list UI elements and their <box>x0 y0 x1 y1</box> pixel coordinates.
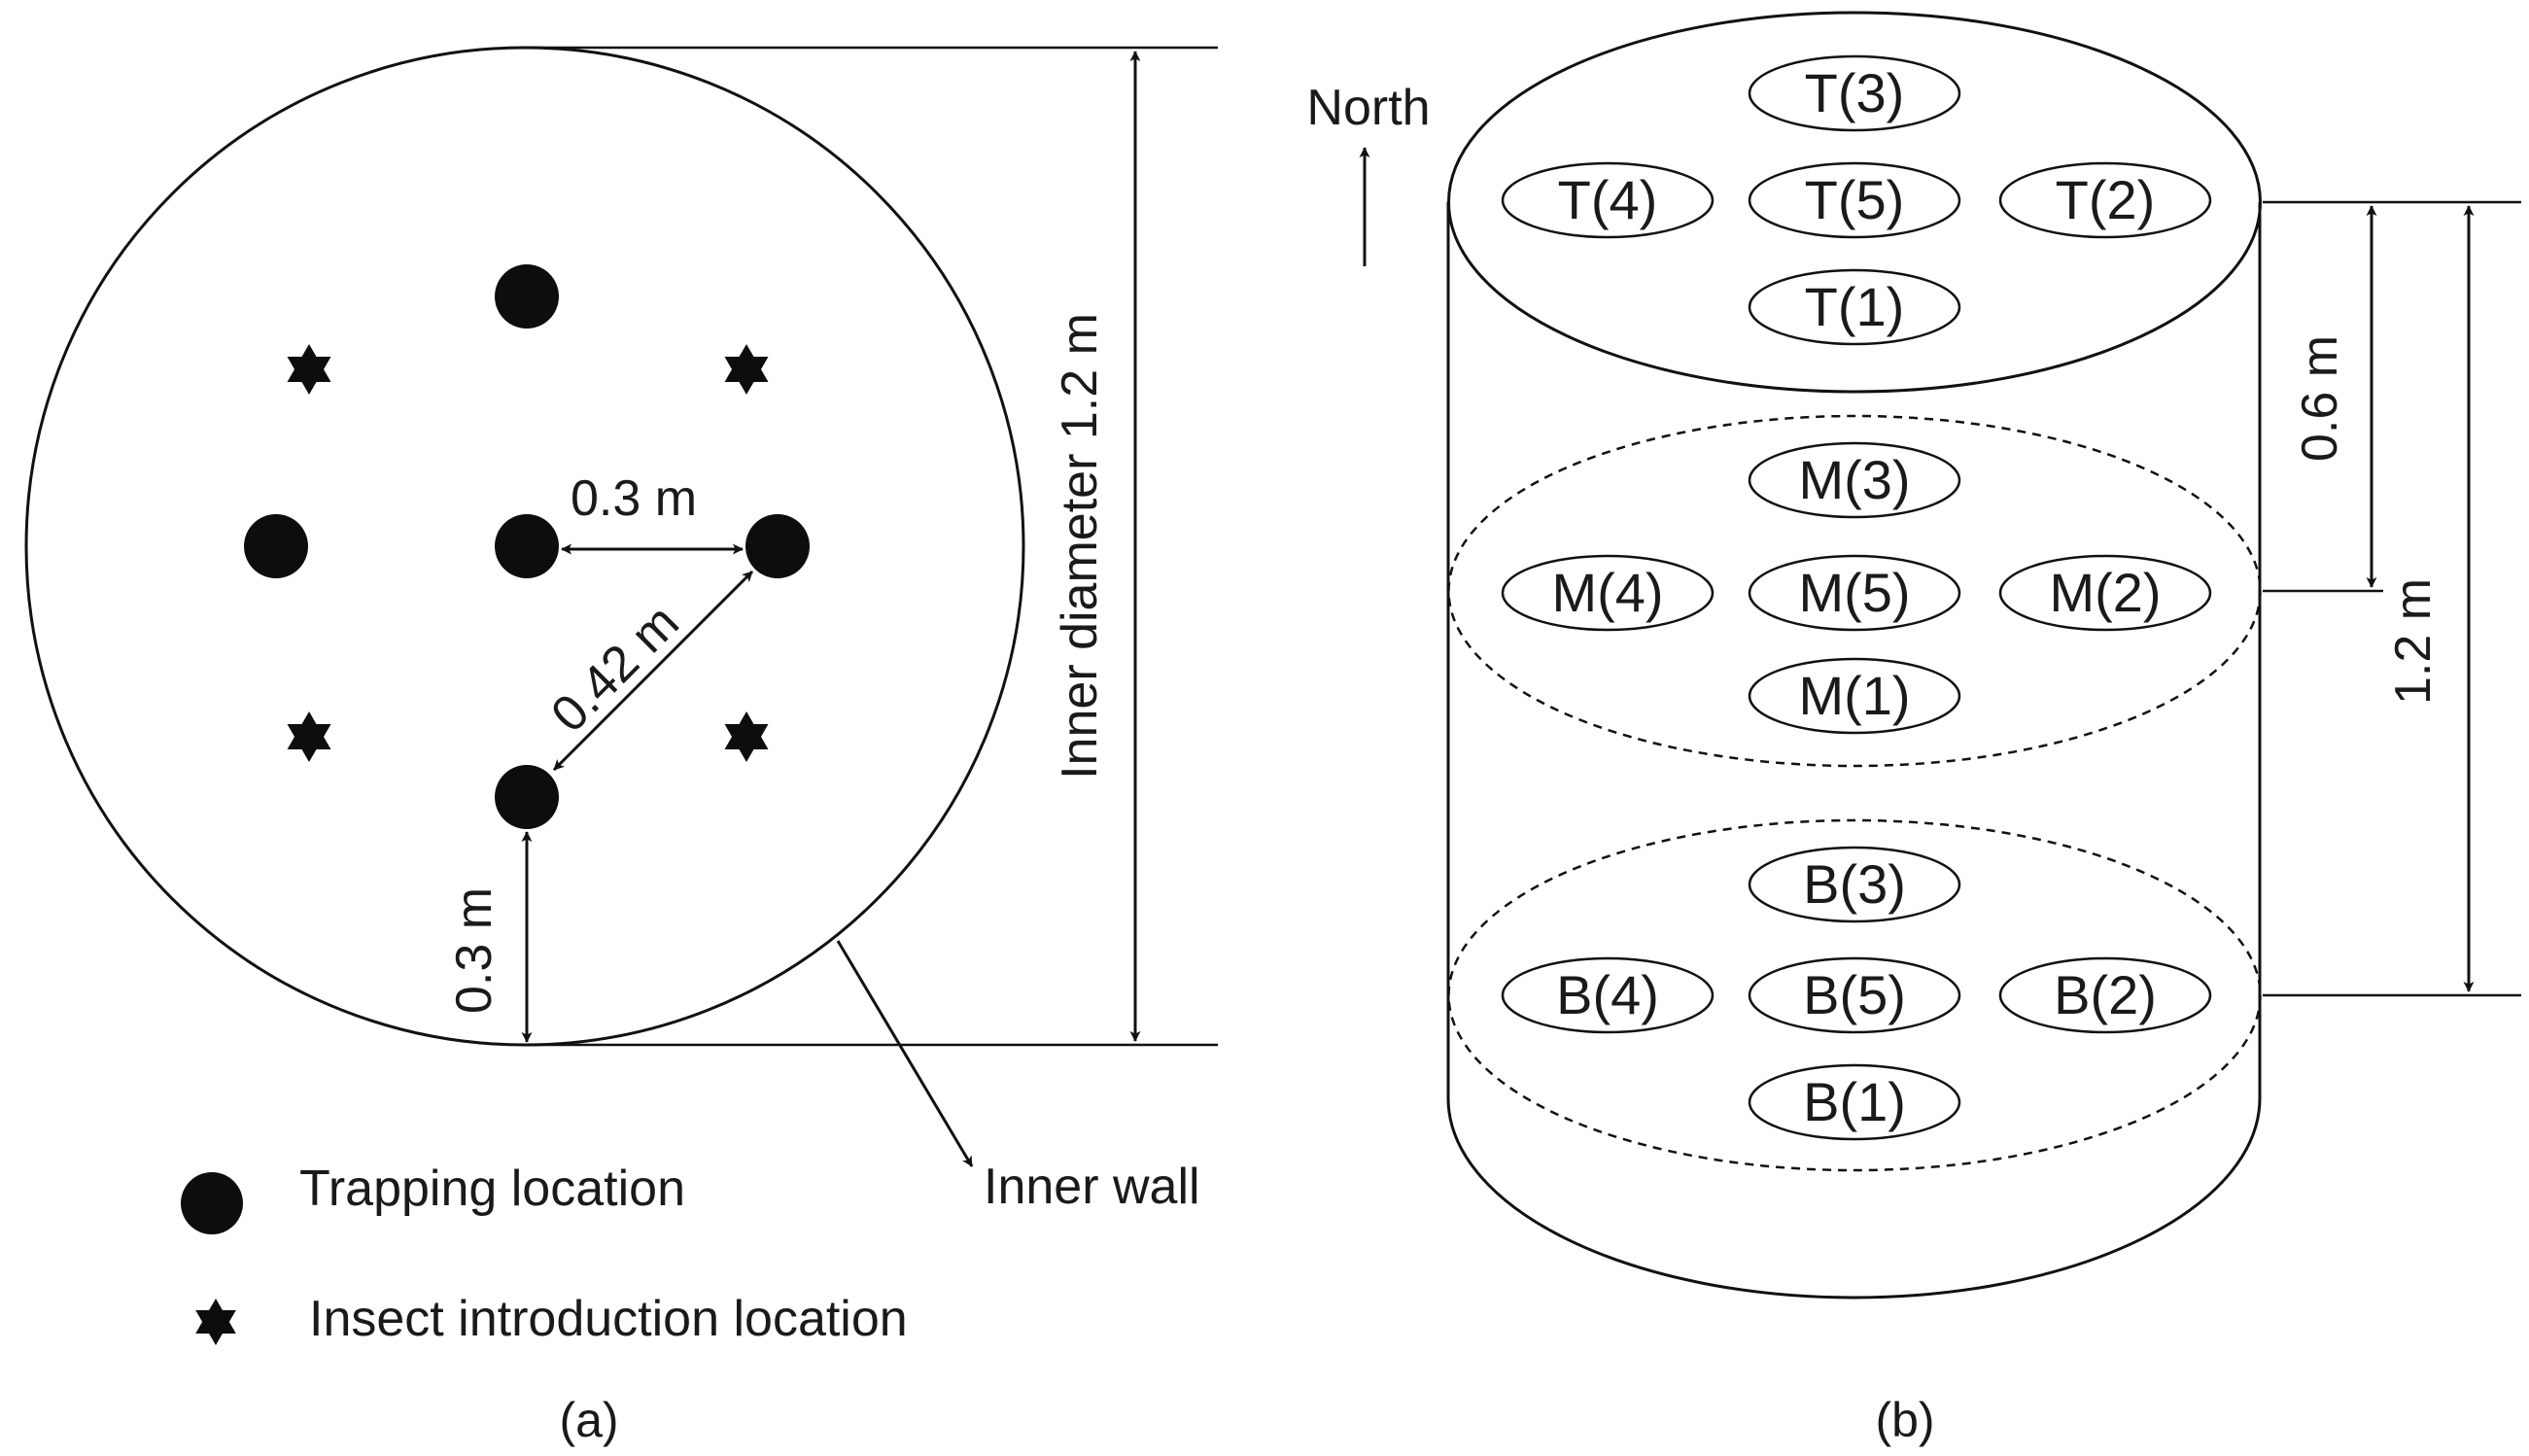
top-layer-ellipse <box>1447 11 2262 394</box>
label-inner-diameter: Inner diameter 1.2 m <box>1052 313 1108 780</box>
label-center-spacing: 0.3 m <box>571 470 697 527</box>
star-icon <box>724 344 769 395</box>
position-label: T(1) <box>1805 276 1905 337</box>
middle-layer-ellipse <box>1447 414 2262 768</box>
position-label: T(5) <box>1805 169 1905 230</box>
legend: Trapping location Insect introduction lo… <box>181 1161 908 1347</box>
position-label: M(3) <box>1798 449 1910 510</box>
trapping-locations <box>244 264 810 829</box>
position-label: B(3) <box>1803 853 1906 915</box>
legend-label-insect-introduction: Insect introduction location <box>309 1291 908 1347</box>
caption-a: (a) <box>559 1393 618 1447</box>
label-top-to-middle: 0.6 m <box>2292 335 2348 462</box>
star-icon <box>287 711 331 762</box>
middle-layer-positions: M(3) M(4) M(5) M(2) M(1) <box>1501 441 2212 735</box>
position-oval <box>1748 846 1961 923</box>
legend-label-trapping: Trapping location <box>299 1161 685 1217</box>
position-oval <box>1501 161 1715 239</box>
position-oval <box>1748 161 1961 239</box>
position-label: B(2) <box>2054 964 2157 1025</box>
position-oval <box>1748 956 1961 1034</box>
position-oval <box>1748 657 1961 735</box>
panel-a: 0.3 m 0.42 m 0.3 m Inner diameter 1.2 m … <box>24 46 1218 1447</box>
position-oval <box>1748 54 1961 132</box>
bottom-layer-positions: B(3) B(4) B(5) B(2) B(1) <box>1501 846 2212 1141</box>
position-label: M(1) <box>1798 665 1910 726</box>
trap-dot <box>745 514 810 578</box>
position-label: M(5) <box>1798 562 1910 623</box>
legend-star-icon <box>195 1299 236 1345</box>
cylinder-bottom-rim <box>1446 1097 2262 1300</box>
star-icon <box>287 344 331 395</box>
label-top-to-bottom: 1.2 m <box>2385 578 2442 705</box>
label-inner-wall: Inner wall <box>984 1159 1200 1215</box>
position-oval <box>1748 268 1961 346</box>
position-label: B(1) <box>1803 1071 1906 1132</box>
position-oval <box>1998 161 2212 239</box>
position-label: M(4) <box>1551 562 1663 623</box>
position-oval <box>1501 956 1715 1034</box>
position-label: T(4) <box>1558 169 1658 230</box>
position-label: B(4) <box>1556 964 1659 1025</box>
position-oval <box>1998 554 2212 632</box>
bottom-layer-ellipse <box>1447 818 2262 1172</box>
position-oval <box>1998 956 2212 1034</box>
label-diagonal-spacing: 0.42 m <box>540 594 689 743</box>
position-label: M(2) <box>2049 562 2161 623</box>
caption-b: (b) <box>1875 1393 1934 1447</box>
trap-dot <box>495 514 559 578</box>
position-label: T(3) <box>1805 62 1905 123</box>
trap-dot <box>495 264 559 329</box>
position-oval <box>1748 441 1961 519</box>
position-label: B(5) <box>1803 964 1906 1025</box>
inner-wall-pointer-arrow <box>836 940 974 1167</box>
panel-b: North T(3) T(4) T(5) T(2) T(1) M(3) <box>1306 11 2521 1447</box>
label-wall-offset: 0.3 m <box>446 887 502 1014</box>
legend-trap-dot-icon <box>181 1172 243 1234</box>
trap-dot <box>495 765 559 829</box>
top-layer-positions: T(3) T(4) T(5) T(2) T(1) <box>1501 54 2212 346</box>
label-north: North <box>1306 80 1430 136</box>
position-oval <box>1748 1063 1961 1141</box>
position-oval <box>1748 554 1961 632</box>
star-icon <box>724 711 769 762</box>
position-oval <box>1501 554 1715 632</box>
position-label: T(2) <box>2056 169 2156 230</box>
dimension-arrow-diagonal-spacing <box>552 570 754 772</box>
trap-dot <box>244 514 308 578</box>
